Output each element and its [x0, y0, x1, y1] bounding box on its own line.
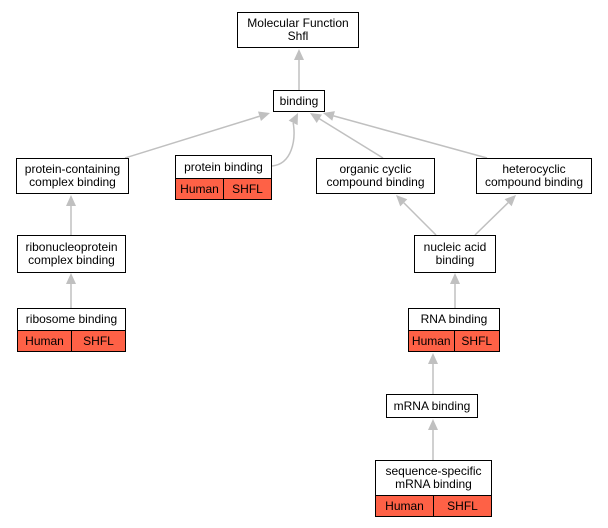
arrowhead-icon [294, 49, 304, 60]
edge-rb-to-rnpcb [66, 273, 76, 308]
node-organic-cyclic-compound-binding[interactable]: organic cyclic compound binding [316, 158, 435, 194]
node-protein-binding[interactable]: protein binding Human SHFL [175, 155, 272, 200]
species-tag[interactable]: Human [385, 498, 424, 513]
edge-binding-to-mf [294, 49, 304, 90]
node-binding[interactable]: binding [273, 90, 325, 112]
node-label: protein-containing complex binding [24, 162, 121, 189]
arrowhead-icon [396, 195, 408, 207]
node-label: nucleic acid binding [423, 240, 487, 267]
node-label: organic cyclic compound binding [326, 162, 425, 189]
edge-occb-to-binding [310, 113, 384, 159]
node-label: RNA binding [420, 312, 488, 326]
edge-pccb-to-binding [124, 111, 270, 159]
arrowhead-icon [258, 111, 270, 122]
gene-tag[interactable]: SHFL [71, 331, 125, 351]
node-label: binding [279, 93, 319, 108]
edge-nab-to-hcb [474, 195, 516, 236]
node-sequence-specific-mrna-binding[interactable]: sequence-specific mRNA binding Human SHF… [375, 460, 492, 517]
arrowhead-icon [450, 273, 460, 284]
node-heterocyclic-compound-binding[interactable]: heterocyclic compound binding [476, 158, 592, 194]
arrowhead-icon [66, 273, 76, 284]
edge-mrnab-to-rnab [428, 353, 438, 394]
species-tag[interactable]: Human [180, 181, 219, 196]
annotation-row: Human SHFL [409, 330, 499, 351]
node-ribonucleoprotein-complex-binding[interactable]: ribonucleoprotein complex binding [17, 235, 126, 273]
arrowhead-icon [288, 113, 298, 126]
edge-nab-to-occb [396, 195, 437, 236]
arrowhead-icon [428, 419, 438, 430]
node-label: sequence-specific mRNA binding [385, 464, 482, 491]
species-tag[interactable]: Human [411, 333, 451, 348]
node-label: ribonucleoprotein complex binding [25, 240, 118, 267]
node-label: heterocyclic compound binding [484, 162, 584, 189]
annotation-row: Human SHFL [376, 495, 491, 516]
edge-pb-to-binding [271, 113, 298, 167]
arrowhead-icon [428, 353, 438, 364]
arrowhead-icon [504, 195, 516, 207]
gene-tag[interactable]: SHFL [223, 179, 271, 199]
species-tag[interactable]: Human [25, 333, 64, 348]
arrowhead-icon [310, 113, 322, 124]
edge-ssmrnab-to-mrnab [428, 419, 438, 460]
node-label: mRNA binding [393, 398, 471, 413]
node-nucleic-acid-binding[interactable]: nucleic acid binding [414, 235, 496, 273]
edge-hcb-to-binding [323, 111, 488, 159]
node-label: ribosome binding [25, 312, 118, 326]
node-mrna-binding[interactable]: mRNA binding [386, 394, 478, 418]
annotation-row: Human SHFL [176, 178, 271, 199]
arrowhead-icon [323, 111, 335, 121]
node-ribosome-binding[interactable]: ribosome binding Human SHFL [17, 308, 126, 352]
edge-rnpcb-to-pccb [66, 195, 76, 235]
arrowhead-icon [66, 195, 76, 206]
gene-tag[interactable]: SHFL [453, 331, 500, 351]
node-protein-containing-complex-binding[interactable]: protein-containing complex binding [16, 158, 129, 194]
edge-rnab-to-nab [450, 273, 460, 308]
node-label: protein binding [184, 159, 263, 174]
node-molecular-function[interactable]: Molecular Function Shfl [237, 12, 359, 48]
node-label: Molecular Function Shfl [247, 16, 349, 43]
annotation-row: Human SHFL [18, 330, 125, 351]
gene-tag[interactable]: SHFL [433, 496, 491, 516]
node-rna-binding[interactable]: RNA binding Human SHFL [408, 308, 500, 352]
